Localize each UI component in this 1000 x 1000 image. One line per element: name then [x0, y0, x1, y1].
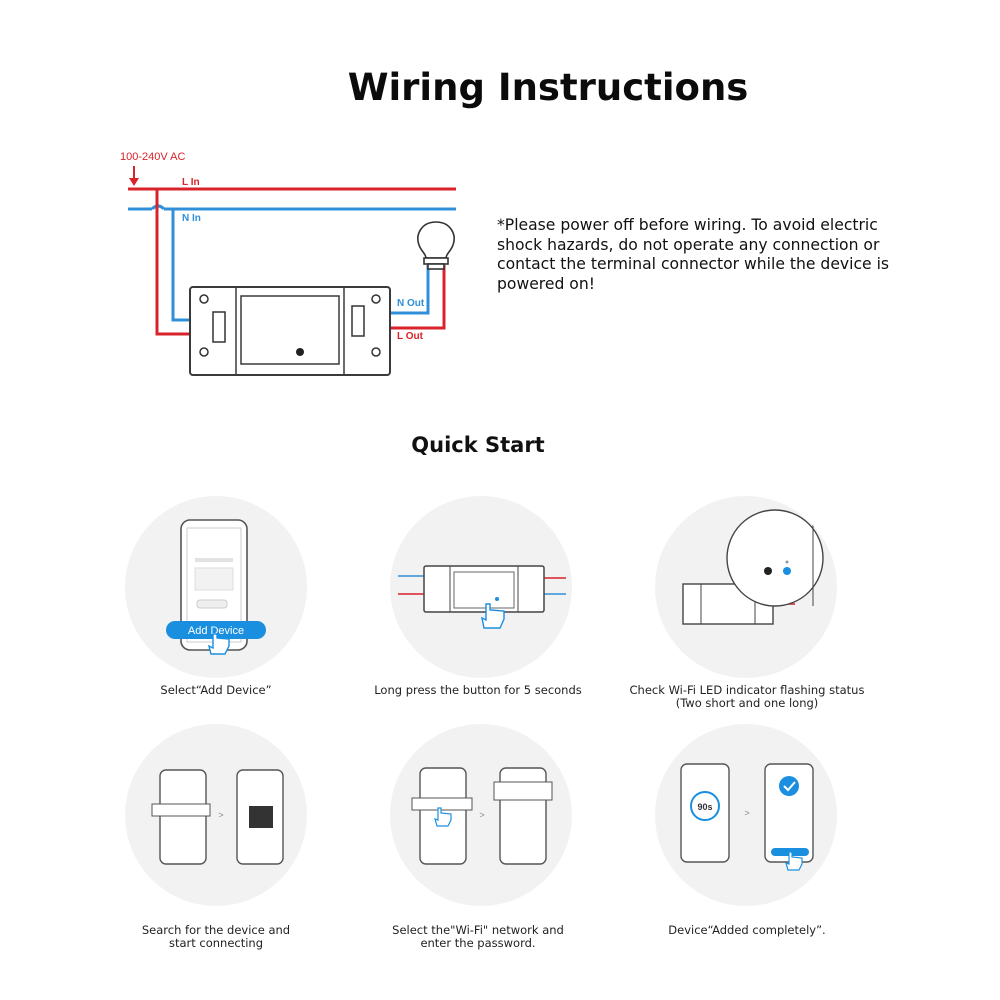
n-out-label: N Out — [397, 298, 425, 309]
step-3-illustration — [655, 496, 837, 678]
smart-switch-device — [189, 286, 391, 376]
step-4-caption-line1: Search for the device and — [141, 923, 291, 937]
svg-text:>: > — [744, 808, 749, 818]
step-4-caption: Search for the device and start connecti… — [86, 924, 346, 950]
step-5-caption-line2: enter the password. — [420, 936, 536, 950]
hand-pointer-icon — [207, 633, 230, 655]
l-out-label: L Out — [397, 331, 424, 342]
step-6-illustration: 90s > — [655, 724, 837, 906]
step-3-caption: Check Wi-Fi LED indicator flashing statu… — [617, 684, 877, 710]
voltage-label: 100-240V AC — [120, 151, 185, 163]
step-3-caption-line1: Check Wi-Fi LED indicator flashing statu… — [629, 683, 865, 697]
step-1-caption-line1: Select“Add Device” — [160, 683, 272, 697]
step-5-illustration: > — [390, 724, 572, 906]
quick-start-title: Quick Start — [411, 433, 545, 457]
svg-text:>: > — [479, 810, 484, 820]
hand-pointer-icon — [434, 807, 452, 827]
hand-pointer-icon — [785, 851, 803, 871]
step-2-caption: Long press the button for 5 seconds — [348, 684, 608, 697]
light-bulb-icon — [417, 221, 455, 270]
hand-pointer-icon — [481, 603, 505, 629]
wiring-diagram: 100-240V AC L In N In N Out L Out — [120, 151, 456, 376]
wifi-led-icon — [785, 560, 789, 564]
step-5-caption: Select the"Wi-Fi" network and enter the … — [348, 924, 608, 950]
step-5-caption-line1: Select the"Wi-Fi" network and — [392, 923, 564, 937]
step-3-caption-line2: (Two short and one long) — [675, 696, 819, 710]
n-in-label: N In — [182, 213, 201, 224]
step-2-illustration — [390, 496, 572, 678]
input-arrow-icon — [129, 178, 139, 186]
step-4-illustration: > — [125, 724, 307, 906]
step-6-caption-line1: Device“Added completely”. — [668, 923, 826, 937]
step-2-caption-line1: Long press the button for 5 seconds — [374, 683, 582, 697]
step-6-caption: Device“Added completely”. — [617, 924, 877, 937]
page-title: Wiring Instructions — [347, 66, 749, 109]
svg-text:>: > — [218, 810, 223, 820]
step-1-illustration: Add Device — [125, 496, 307, 678]
step-1-caption: Select“Add Device” — [86, 684, 346, 697]
step-4-caption-line2: start connecting — [168, 936, 264, 950]
add-device-button: Add Device — [188, 625, 244, 637]
countdown-timer: 90s — [697, 802, 712, 812]
l-in-label: L In — [182, 177, 200, 188]
safety-warning: *Please power off before wiring. To avoi… — [497, 216, 890, 293]
